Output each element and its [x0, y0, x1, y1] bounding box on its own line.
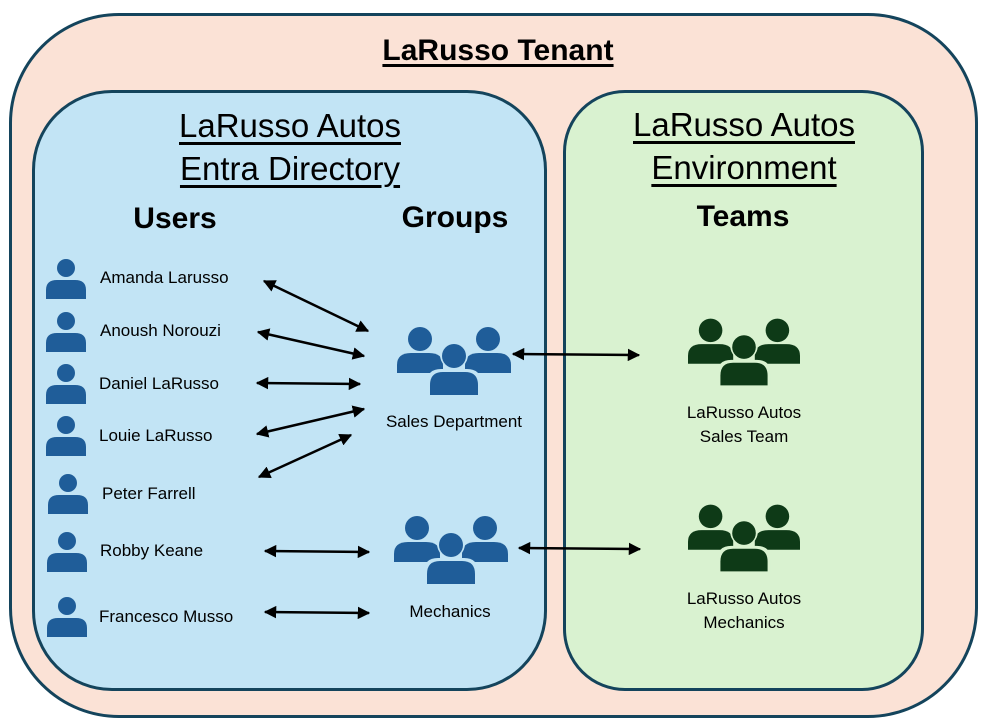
- arrow-francesco-mechanics: [263, 605, 371, 620]
- entra-title-line1: LaRusso Autos: [179, 107, 401, 144]
- arrow-peter-sales: [257, 433, 353, 479]
- user-name: Peter Farrell: [102, 484, 196, 503]
- person-icon: [48, 474, 88, 514]
- user-name: Robby Keane: [100, 541, 204, 560]
- arrow-anoush-sales: [256, 328, 366, 360]
- group-name: Sales Department: [385, 412, 523, 431]
- person-icon: [47, 597, 87, 637]
- group-name: Mechanics: [409, 602, 491, 621]
- groups-heading: Groups: [401, 201, 509, 234]
- person-icon: [47, 532, 87, 572]
- arrow-robby-mechanics: [263, 544, 371, 559]
- teams-heading: Teams: [696, 200, 790, 233]
- user-name: Daniel LaRusso: [99, 374, 220, 393]
- arrow-sales-team: [511, 347, 641, 362]
- team-name-line1: LaRusso Autos: [686, 403, 802, 422]
- person-icon: [46, 312, 86, 352]
- person-icon: [46, 364, 86, 404]
- group-icon: [397, 327, 511, 395]
- team-icon: [688, 318, 800, 386]
- user-name: Amanda Larusso: [100, 268, 229, 287]
- environment-title-line2: Environment: [651, 149, 837, 186]
- person-icon: [46, 259, 86, 299]
- team-icon: [688, 504, 800, 572]
- environment-title-line1: LaRusso Autos: [633, 106, 855, 143]
- arrow-daniel-sales: [255, 376, 362, 391]
- team-name-line1: LaRusso Autos: [686, 589, 802, 608]
- users-heading: Users: [133, 202, 217, 235]
- person-icon: [46, 416, 86, 456]
- user-name: Louie LaRusso: [99, 426, 213, 445]
- arrow-mechanics-team: [517, 541, 642, 556]
- arrow-amanda-sales: [262, 279, 370, 333]
- user-name: Francesco Musso: [99, 607, 234, 626]
- arrow-louie-sales: [255, 405, 366, 438]
- team-name-line2: Mechanics: [703, 613, 785, 632]
- user-name: Anoush Norouzi: [100, 321, 221, 340]
- team-name-line2: Sales Team: [699, 427, 789, 446]
- group-icon: [394, 516, 508, 584]
- tenant-title: LaRusso Tenant: [382, 34, 614, 67]
- environment-container: [563, 90, 924, 691]
- entra-title-line2: Entra Directory: [179, 150, 401, 187]
